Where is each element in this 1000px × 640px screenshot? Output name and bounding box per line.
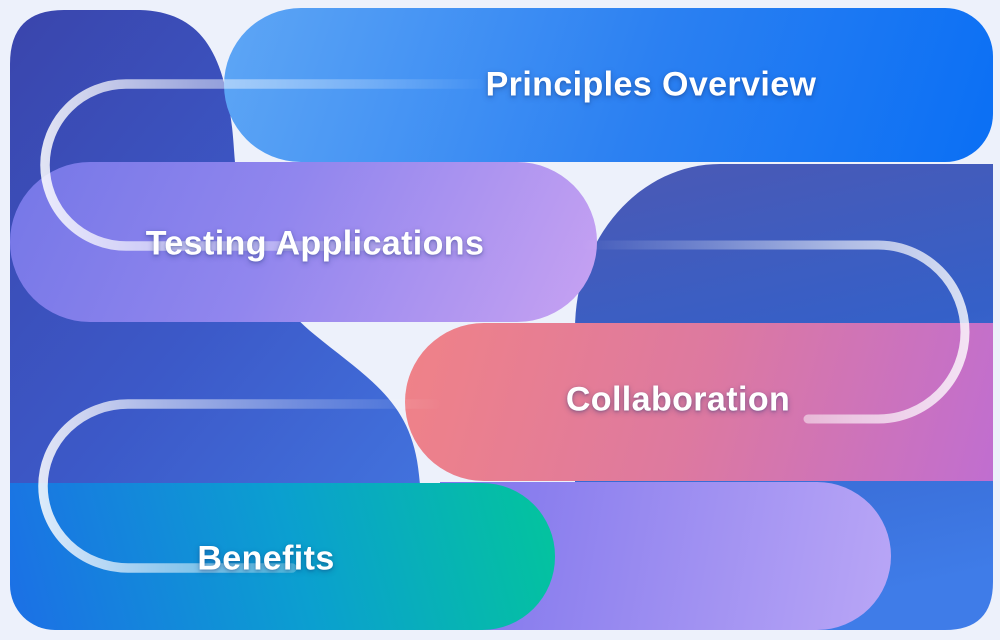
principles-pill xyxy=(224,8,993,162)
collaboration-pill xyxy=(405,323,993,481)
benefits-pill xyxy=(10,483,555,630)
testing-pill xyxy=(10,162,597,322)
